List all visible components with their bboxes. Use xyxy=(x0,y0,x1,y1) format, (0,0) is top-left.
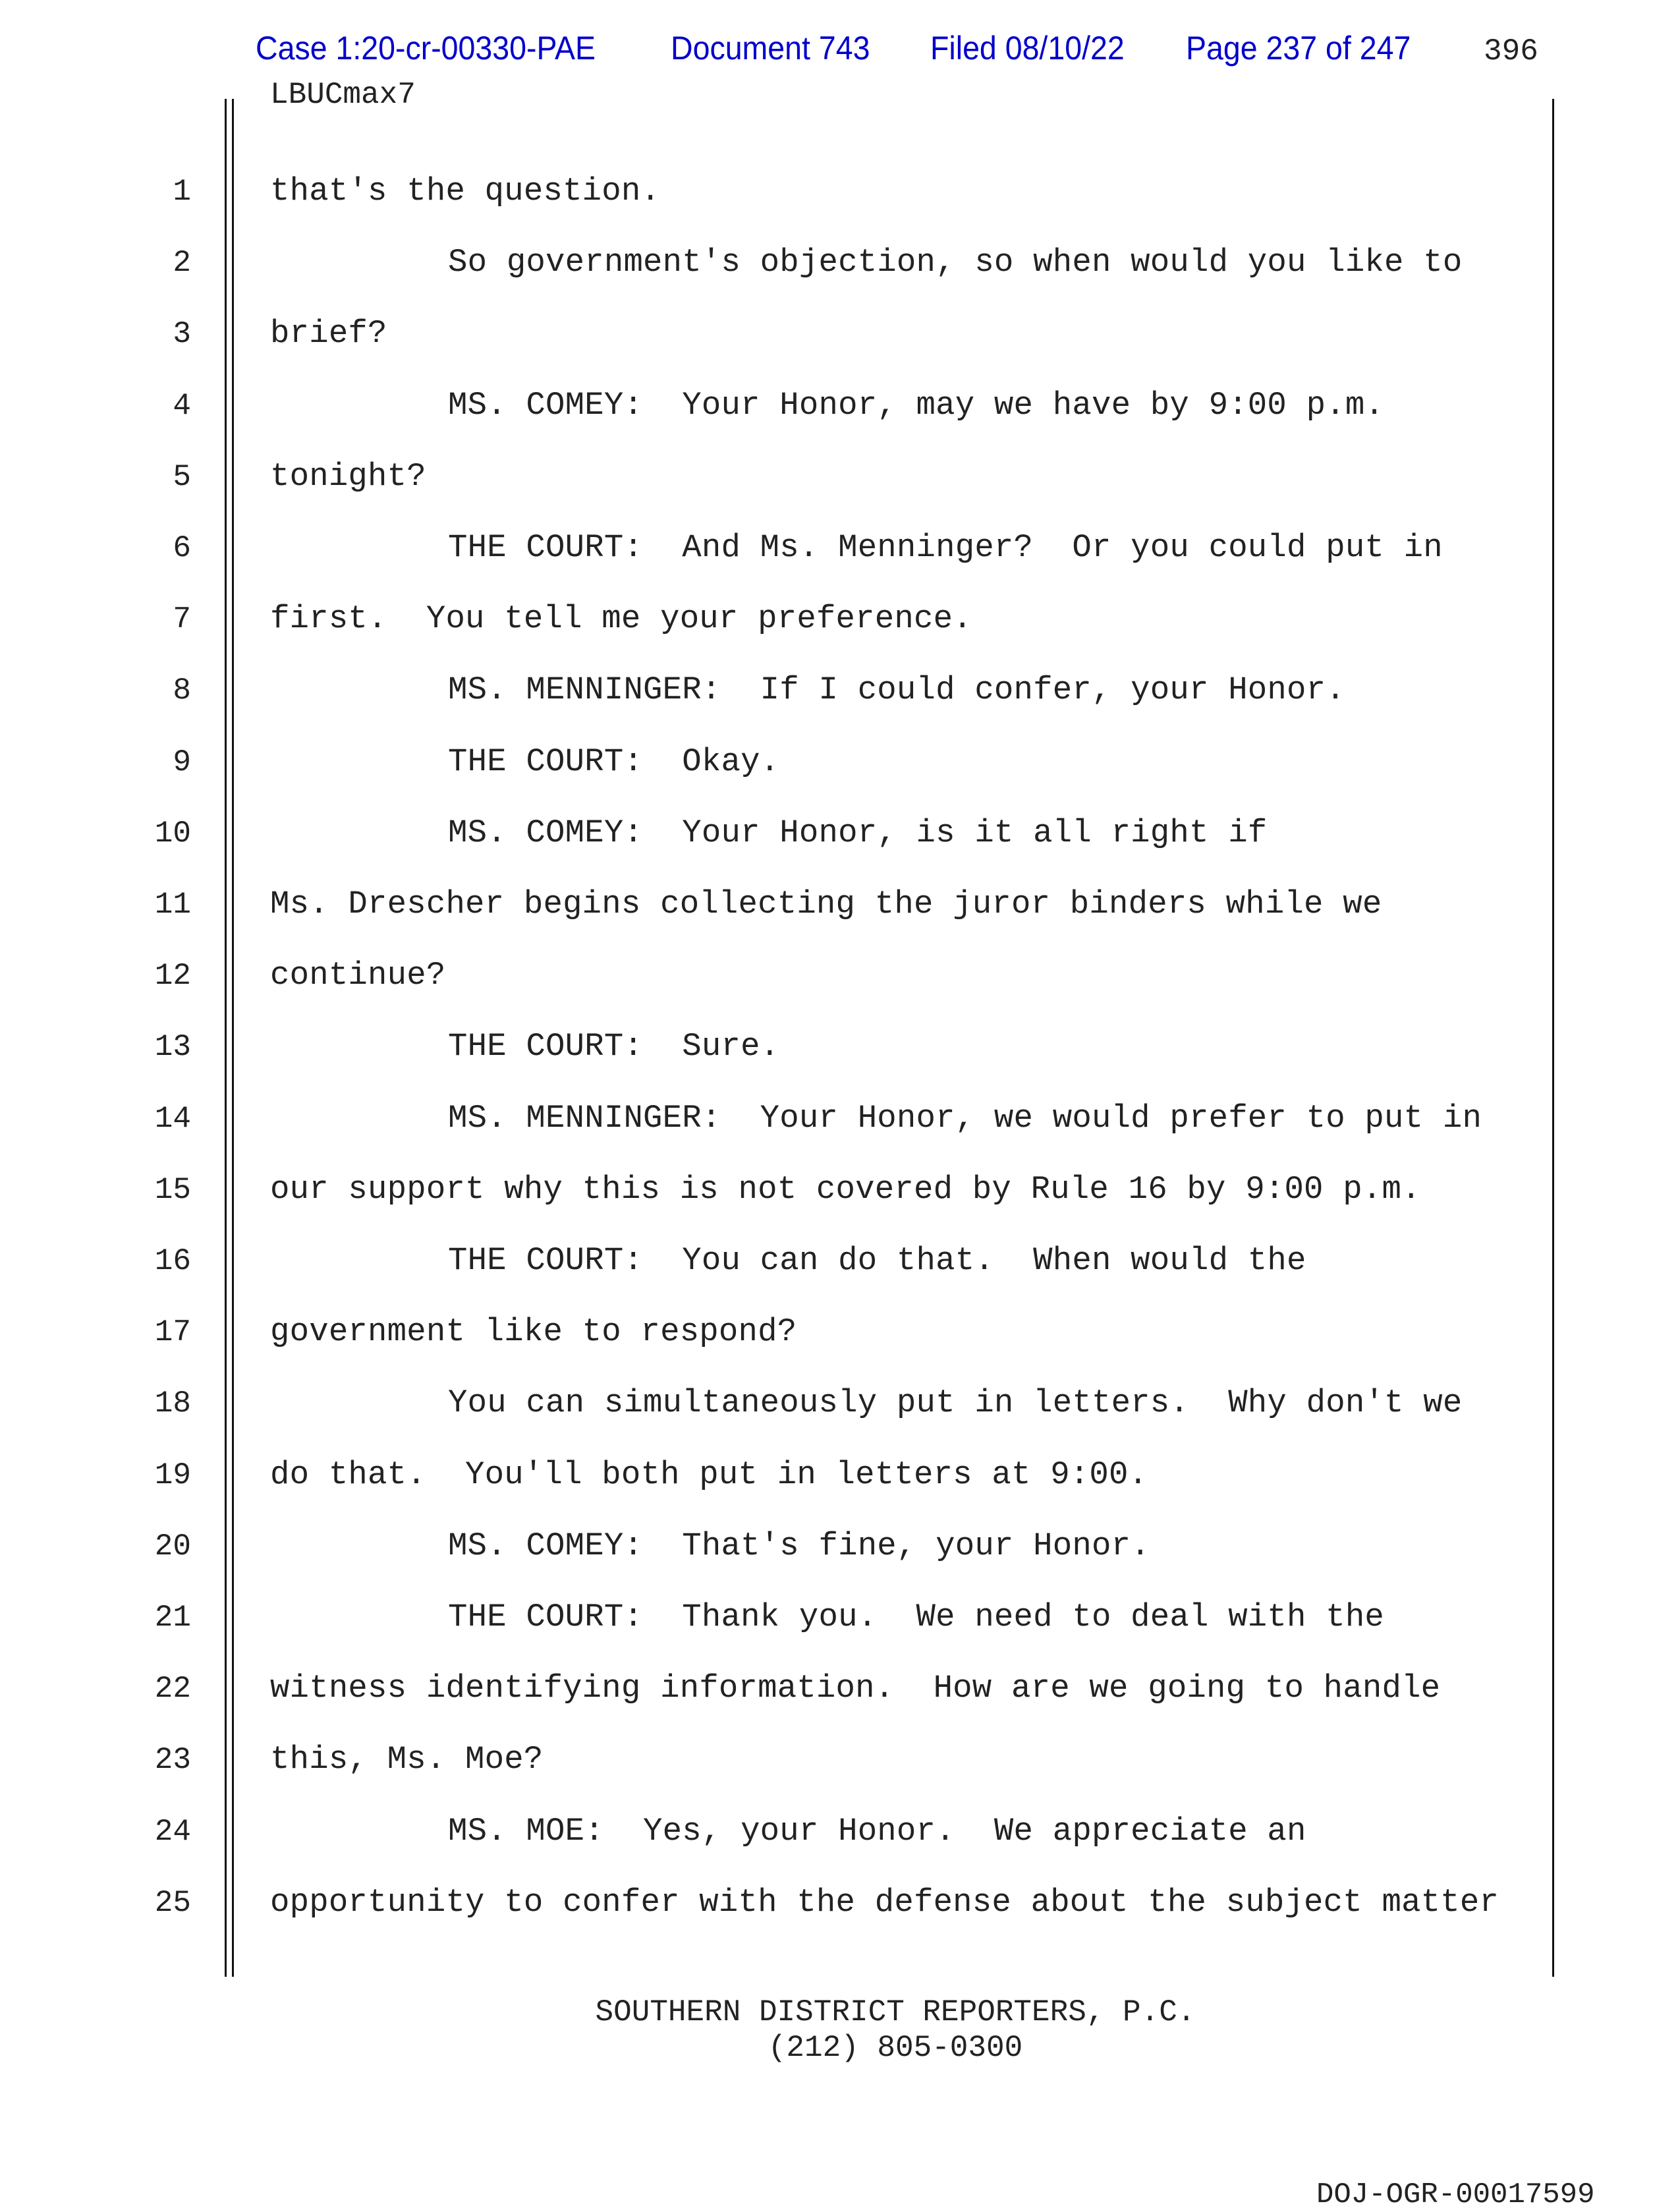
transcript-line: Ms. Drescher begins collecting the juror… xyxy=(270,886,1382,922)
reporter-phone: (212) 805-0300 xyxy=(768,2031,1023,2065)
filed-date: Filed 08/10/22 xyxy=(930,30,1125,67)
line-number: 9 xyxy=(173,745,191,780)
bates-number: DOJ-OGR-00017599 xyxy=(1316,2178,1595,2211)
line-number: 14 xyxy=(154,1101,191,1136)
transcript-line: THE COURT: Thank you. We need to deal wi… xyxy=(448,1599,1385,1635)
transcript-line: THE COURT: And Ms. Menninger? Or you cou… xyxy=(448,529,1443,566)
transcript-line: our support why this is not covered by R… xyxy=(270,1170,1421,1208)
line-number: 24 xyxy=(154,1814,191,1849)
line-number: 16 xyxy=(154,1244,191,1278)
line-number: 6 xyxy=(173,531,191,565)
line-number: 5 xyxy=(173,459,191,494)
transcript-line: brief? xyxy=(270,315,387,353)
document-number: Document 743 xyxy=(671,30,870,67)
reporter-name: SOUTHERN DISTRICT REPORTERS, P.C. xyxy=(595,1995,1196,2029)
line-number: 1 xyxy=(173,175,191,209)
transcript-line: government like to respond? xyxy=(270,1313,797,1351)
transcript-line: this, Ms. Moe? xyxy=(270,1741,544,1778)
line-number: 20 xyxy=(154,1529,191,1564)
page-count: Page 237 of 247 xyxy=(1186,30,1411,67)
transcript-page-number: 396 xyxy=(1484,34,1538,69)
case-number: Case 1:20-cr-00330-PAE xyxy=(256,30,596,67)
line-number: 4 xyxy=(173,388,191,423)
transcript-line: continue? xyxy=(270,957,446,994)
transcript-line: So government's objection, so when would… xyxy=(448,244,1463,281)
line-number: 2 xyxy=(173,246,191,281)
line-number: 10 xyxy=(154,816,191,851)
line-number: 19 xyxy=(154,1458,191,1492)
transcript-line: first. You tell me your preference. xyxy=(270,600,972,638)
line-number: 3 xyxy=(173,317,191,352)
transcript-line: THE COURT: You can do that. When would t… xyxy=(448,1242,1306,1279)
line-number: 18 xyxy=(154,1386,191,1421)
line-number: 7 xyxy=(173,602,191,637)
line-number: 13 xyxy=(154,1030,191,1065)
line-number: 17 xyxy=(154,1315,191,1350)
line-number: 8 xyxy=(173,673,191,708)
transcript-line: MS. MENNINGER: Your Honor, we would pref… xyxy=(448,1099,1482,1137)
transcript-line: You can simultaneously put in letters. W… xyxy=(448,1384,1463,1422)
line-number: 25 xyxy=(154,1885,191,1920)
transcript-line: MS. COMEY: Your Honor, is it all right i… xyxy=(448,814,1268,851)
transcript-line: MS. COMEY: Your Honor, may we have by 9:… xyxy=(448,386,1385,424)
line-number: 12 xyxy=(154,959,191,994)
left-margin-rule xyxy=(225,99,227,1977)
line-number: 15 xyxy=(154,1172,191,1207)
transcript-line: tonight? xyxy=(270,457,426,495)
left-margin-rule-inner xyxy=(232,99,234,1977)
transcript-line: that's the question. xyxy=(270,173,661,210)
transcript-line: MS. COMEY: That's fine, your Honor. xyxy=(448,1527,1150,1564)
transcript-line: THE COURT: Okay. xyxy=(448,743,780,780)
transcript-line: MS. MOE: Yes, your Honor. We appreciate … xyxy=(448,1812,1306,1850)
line-number: 21 xyxy=(154,1601,191,1635)
transcript-line: witness identifying information. How are… xyxy=(270,1670,1441,1707)
line-number: 22 xyxy=(154,1672,191,1707)
line-number: 23 xyxy=(154,1743,191,1778)
transcript-code: LBUCmax7 xyxy=(270,78,416,112)
transcript-line: do that. You'll both put in letters at 9… xyxy=(270,1456,1148,1493)
transcript-line: THE COURT: Sure. xyxy=(448,1028,780,1065)
transcript-line: opportunity to confer with the defense a… xyxy=(270,1883,1499,1921)
right-margin-rule xyxy=(1552,99,1554,1977)
line-number: 11 xyxy=(154,888,191,922)
transcript-line: MS. MENNINGER: If I could confer, your H… xyxy=(448,671,1345,709)
